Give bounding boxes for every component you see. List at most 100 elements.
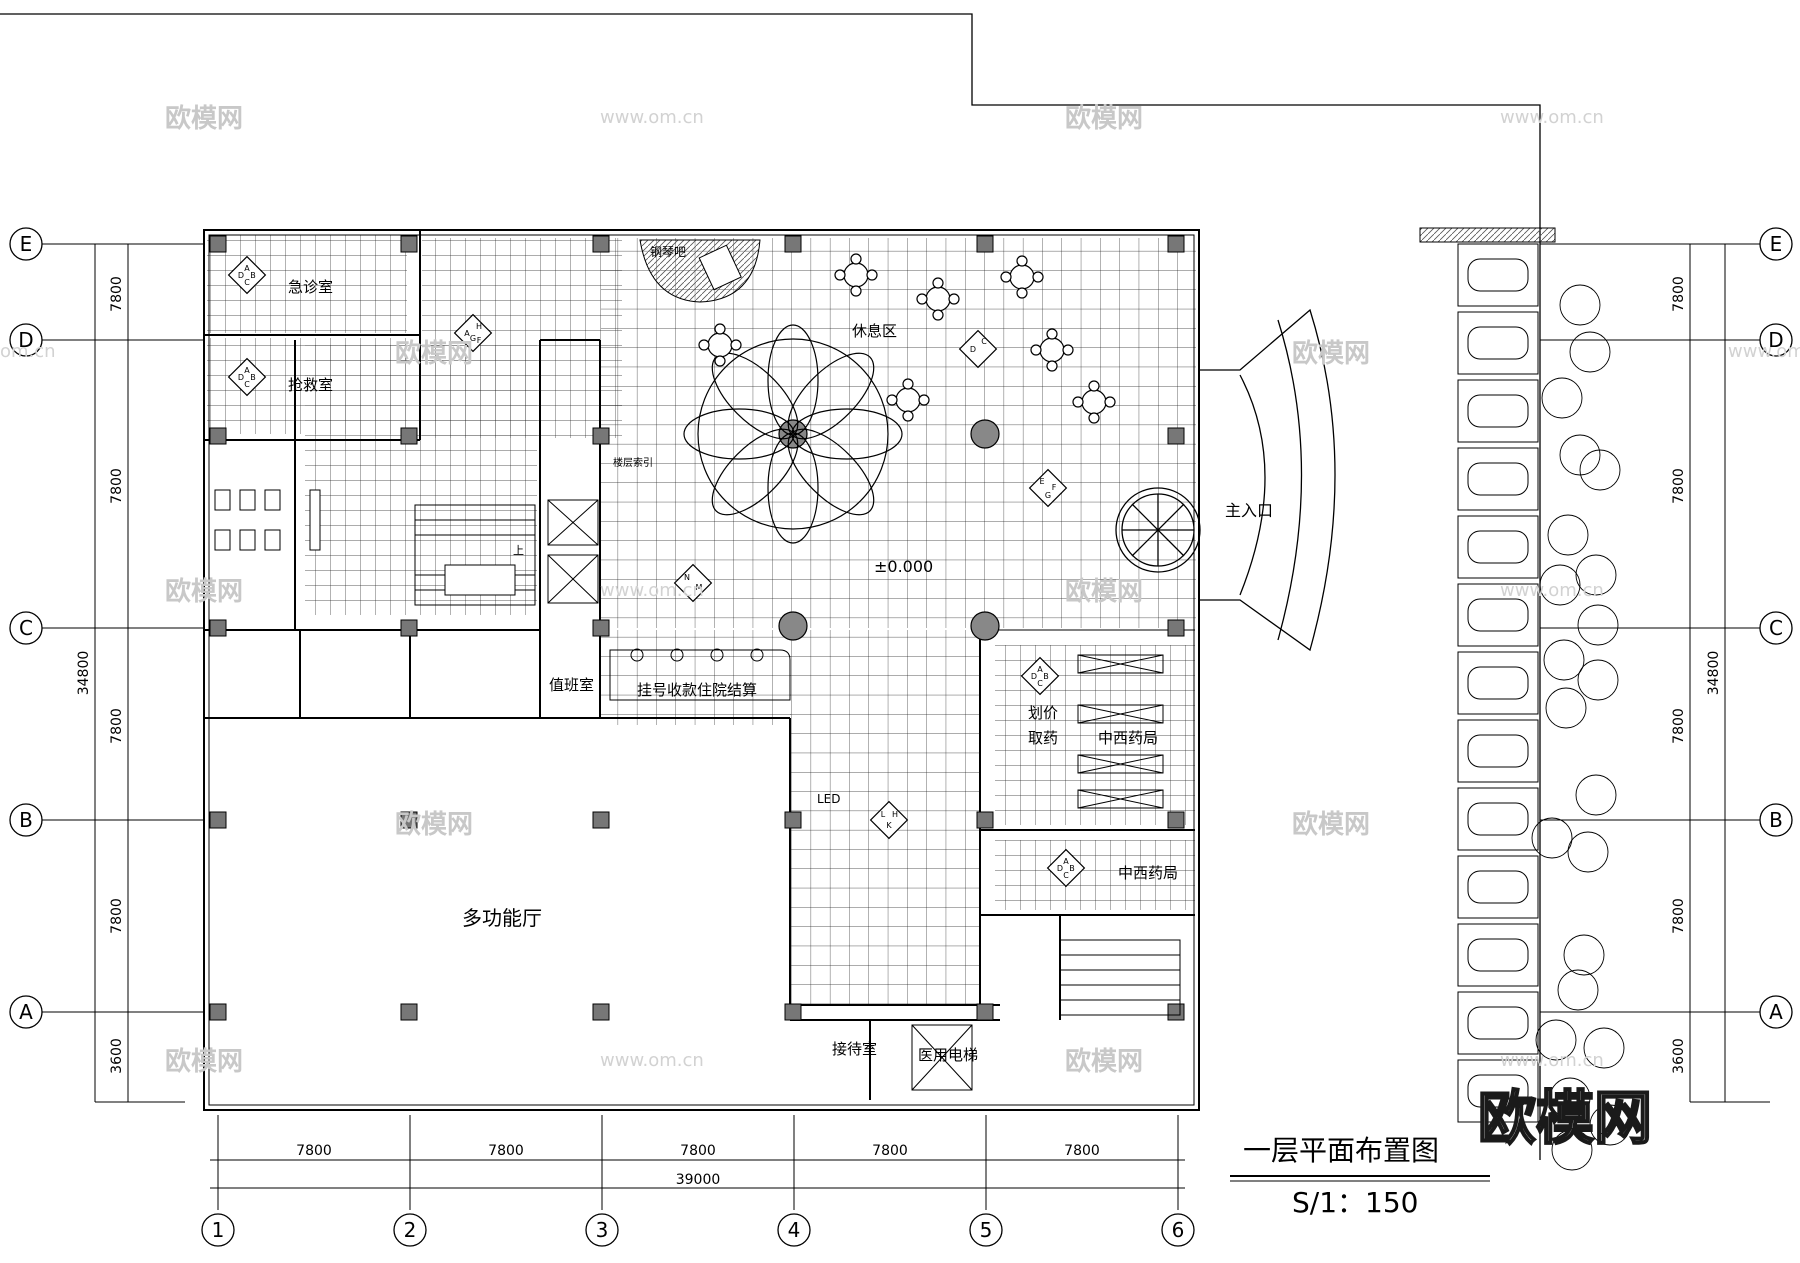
watermarks: 欧模网 www.om.cn 欧模网 www.om.cn om.cn 欧模网 欧模… <box>0 103 1800 1153</box>
watermark-url: www.om.cn <box>600 107 704 128</box>
drawing-scale: S/1：150 <box>1292 1186 1418 1219</box>
axis-column-label: 3 <box>596 1218 609 1242</box>
cars <box>1467 258 1529 1108</box>
piano-bar <box>639 239 761 303</box>
room-label-floor-guide: 楼层索引 <box>613 456 653 469</box>
svg-text:H: H <box>892 810 898 819</box>
dimension-left: 7800 <box>109 898 125 934</box>
svg-text:E: E <box>1039 477 1044 486</box>
watermark-logo: 欧模网 <box>395 338 473 369</box>
axis-row-label: E <box>1770 232 1783 256</box>
dimension-left: 7800 <box>109 276 125 312</box>
axis-row-label: B <box>1769 808 1783 832</box>
watermark-logo: 欧模网 <box>1065 576 1143 607</box>
round-columns <box>778 419 1000 641</box>
watermark-logo: 欧模网 <box>1065 103 1143 134</box>
axis-column-label: 5 <box>980 1218 993 1242</box>
svg-text:B: B <box>250 373 256 382</box>
dimension-right: 7800 <box>1671 276 1687 312</box>
axis-row-label: E <box>20 232 33 256</box>
columns <box>209 235 1185 1021</box>
dimension-right-total: 34800 <box>1706 651 1722 696</box>
room-label-pricing: 划价 <box>1028 704 1058 722</box>
svg-text:A: A <box>464 329 470 338</box>
svg-text:D: D <box>238 271 244 280</box>
svg-text:C: C <box>244 380 250 389</box>
watermark-logo: 欧模网 <box>1065 1046 1143 1077</box>
svg-text:F: F <box>1052 483 1057 492</box>
axis-column-label: 2 <box>404 1218 417 1242</box>
dimension-left: 3600 <box>109 1038 125 1074</box>
svg-text:A: A <box>244 366 250 375</box>
axis-row-label: D <box>18 328 33 352</box>
axis-row-label: D <box>1768 328 1783 352</box>
room-label-elevation: ±0.000 <box>874 557 933 576</box>
dimension-left: 7800 <box>109 468 125 504</box>
svg-text:G: G <box>470 334 476 343</box>
axis-labels: E D C B A E D C B A 1 2 3 4 5 6 <box>18 232 1783 1242</box>
axis-row-label: C <box>1769 616 1783 640</box>
dimension-bottom: 7800 <box>680 1143 716 1159</box>
room-label-pharmacy-2: 中西药局 <box>1118 864 1178 882</box>
lounge-tables <box>698 253 1116 424</box>
svg-text:L: L <box>881 810 886 819</box>
site-boundary <box>0 13 1541 1160</box>
svg-text:M: M <box>696 583 703 592</box>
axis-column-label: 1 <box>212 1218 225 1242</box>
dimension-right: 7800 <box>1671 708 1687 744</box>
stairs-elevators <box>414 499 1181 1091</box>
room-label-reception: 接待室 <box>832 1040 877 1058</box>
svg-text:C: C <box>1037 679 1043 688</box>
svg-text:B: B <box>1069 864 1075 873</box>
room-label-pharmacy-1: 中西药局 <box>1098 729 1158 747</box>
drawing-title: 一层平面布置图 <box>1243 1134 1439 1167</box>
view-marks <box>227 255 1086 888</box>
pharmacy-shelves <box>1077 654 1164 809</box>
watermark-url: www.om.cn <box>600 1050 704 1071</box>
title-block: 一层平面布置图 S/1：150 <box>1243 1134 1439 1219</box>
room-label-stair-up: 上 <box>513 544 524 557</box>
dimension-left: 7800 <box>109 708 125 744</box>
svg-text:D: D <box>238 373 244 382</box>
room-label-piano: 钢琴吧 <box>650 245 686 259</box>
axis-bubbles <box>9 227 1793 1247</box>
svg-text:A: A <box>244 264 250 273</box>
watermark-logo: 欧模网 <box>1292 809 1370 840</box>
trees <box>1531 284 1631 1171</box>
room-label-emergency: 急诊室 <box>288 278 333 296</box>
room-label-rescue: 抢救室 <box>288 376 333 394</box>
dimension-bottom: 7800 <box>296 1143 332 1159</box>
room-label-led: LED <box>817 792 841 806</box>
room-label-main-entrance: 主入口 <box>1225 501 1273 520</box>
axis-column-label: 6 <box>1172 1218 1185 1242</box>
svg-text:C: C <box>244 278 250 287</box>
watermark-logo: 欧模网 <box>395 809 473 840</box>
dimension-labels: 7800 7800 7800 7800 3600 34800 7800 7800… <box>76 276 1722 1188</box>
svg-text:K: K <box>886 821 892 830</box>
svg-text:F: F <box>477 336 482 345</box>
dimension-right: 7800 <box>1671 898 1687 934</box>
svg-text:B: B <box>250 271 256 280</box>
dimension-left-total: 34800 <box>76 651 92 696</box>
svg-text:D: D <box>1057 864 1063 873</box>
room-label-multi-hall: 多功能厅 <box>462 906 542 930</box>
room-label-registration: 挂号收款住院结算 <box>637 681 757 699</box>
svg-text:N: N <box>684 573 690 582</box>
room-labels: 急诊室 抢救室 钢琴吧 休息区 楼层索引 主入口 ±0.000 值班室 挂号收款… <box>288 245 1273 1064</box>
dimension-bottom: 7800 <box>1064 1143 1100 1159</box>
watermark-url: www.om.cn <box>1500 1050 1604 1071</box>
watermark-url: om.cn <box>0 341 56 362</box>
axis-row-label: C <box>19 616 33 640</box>
watermark-logo: 欧模网 <box>165 576 243 607</box>
svg-text:B: B <box>1043 672 1049 681</box>
svg-text:H: H <box>476 322 482 331</box>
axis-column-label: 4 <box>788 1218 801 1242</box>
watermark-large-logo: 欧模网 <box>1478 1084 1652 1152</box>
watermark-logo: 欧模网 <box>1292 338 1370 369</box>
watermark-url: www.om.cn <box>600 580 704 601</box>
axis-lines <box>42 243 1770 1210</box>
watermark-url: www.om.cn <box>1728 341 1800 362</box>
svg-text:G: G <box>1045 491 1051 500</box>
